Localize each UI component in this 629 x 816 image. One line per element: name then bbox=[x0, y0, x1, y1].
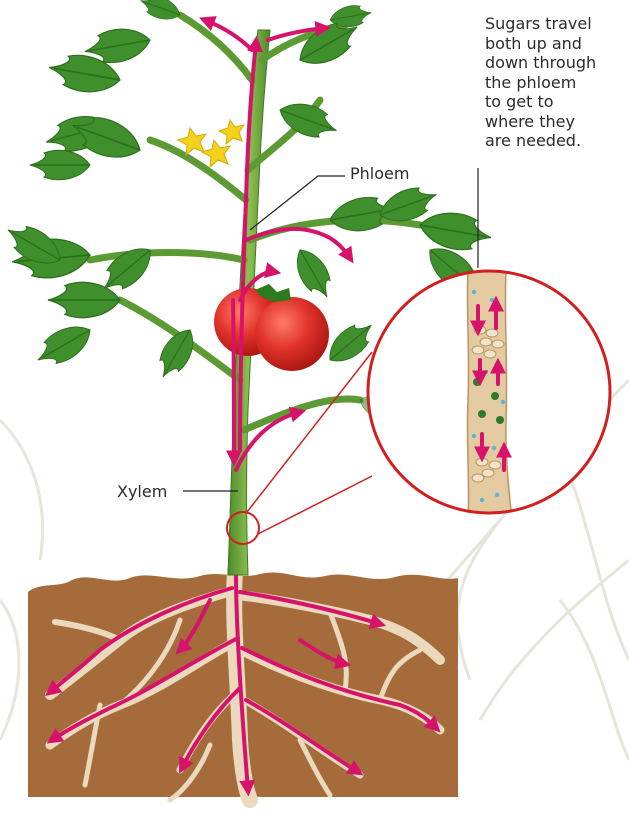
xylem-label: Xylem bbox=[117, 482, 167, 501]
note-line: both up and bbox=[485, 34, 625, 54]
note-line: Sugars travel bbox=[485, 14, 625, 34]
note-line: the phloem bbox=[485, 73, 625, 93]
magnify-connector bbox=[247, 352, 372, 534]
phloem-label: Phloem bbox=[350, 164, 409, 183]
note-line: down through bbox=[485, 53, 625, 73]
sugar-transport-note: Sugars travel both up and down through t… bbox=[485, 14, 625, 151]
note-line: are needed. bbox=[485, 131, 625, 151]
note-line: where they bbox=[485, 112, 625, 132]
tomatoes bbox=[214, 284, 329, 371]
note-line: to get to bbox=[485, 92, 625, 112]
